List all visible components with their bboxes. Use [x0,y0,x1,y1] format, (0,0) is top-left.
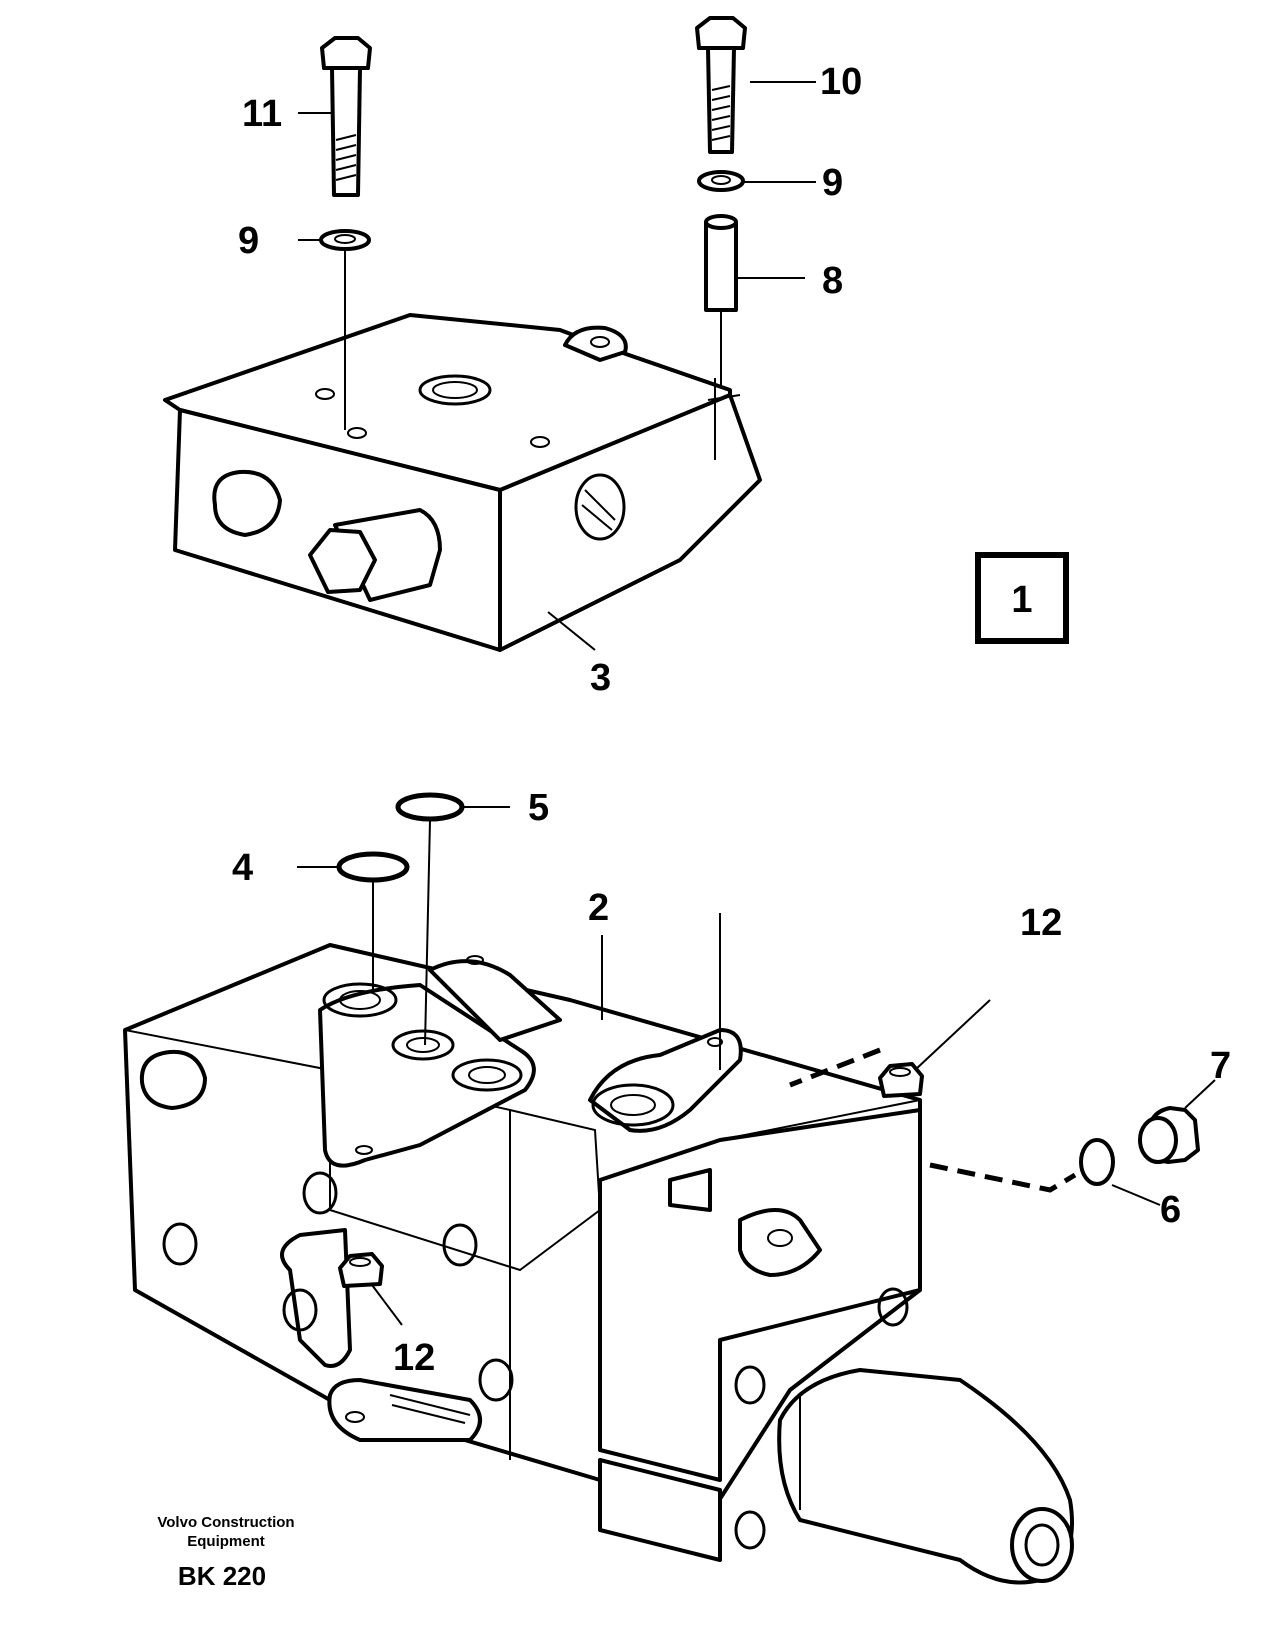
brand-line-2: Equipment [187,1533,265,1550]
callout-3: 3 [590,657,611,699]
drawing-code: BK 220 [178,1561,266,1591]
bolt-10 [695,16,747,154]
callout-4: 4 [232,847,253,889]
brand-line-1: Volvo Construction [157,1514,294,1531]
callout-5: 5 [528,787,549,829]
figure-number: 1 [1011,579,1032,621]
callout-6: 6 [1160,1189,1181,1231]
callout-10: 10 [820,61,862,103]
callout-2: 2 [588,887,609,929]
callout-12-left: 12 [393,1337,435,1379]
washer-9-right [697,170,745,192]
nut-12-left [338,1252,384,1288]
callout-7: 7 [1210,1045,1231,1087]
o-ring-5 [395,792,465,822]
figure-number-box: 1 [975,552,1069,644]
callout-12-right: 12 [1020,902,1062,944]
washer-9-left [319,229,371,251]
sealing-washer-6 [1079,1138,1115,1186]
spacer-sleeve-8 [704,214,738,312]
callout-9-left: 9 [238,220,259,262]
nut-12-right [878,1062,924,1098]
callout-11: 11 [242,93,282,135]
plug-7 [1138,1106,1200,1164]
bolt-11 [320,36,372,197]
callout-9-right: 9 [822,162,843,204]
callout-8: 8 [822,260,843,302]
valve-block-2 [123,943,1074,1585]
valve-section-3 [163,313,762,652]
o-ring-4 [336,851,410,883]
